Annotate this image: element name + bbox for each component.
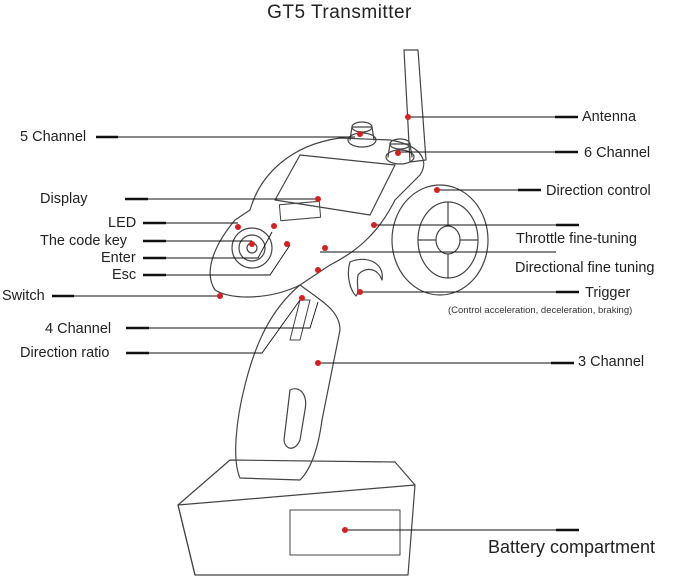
trigger-note: (Control acceleration, deceleration, bra… bbox=[448, 305, 633, 316]
label-channel-5: 5 Channel bbox=[20, 129, 87, 145]
label-led: LED bbox=[108, 215, 137, 231]
label-code-key: The code key bbox=[40, 233, 128, 249]
label-trigger: Trigger bbox=[585, 285, 631, 301]
label-battery-compartment: Battery compartment bbox=[488, 537, 656, 557]
diagram-title: GT5 Transmitter bbox=[267, 2, 412, 23]
label-switch: Switch bbox=[2, 288, 45, 304]
label-enter: Enter bbox=[101, 250, 136, 266]
label-directional-fine-tuning: Directional fine tuning bbox=[515, 260, 655, 276]
label-display: Display bbox=[40, 191, 88, 207]
label-channel-6: 6 Channel bbox=[584, 145, 651, 161]
label-channel-3: 3 Channel bbox=[578, 354, 645, 370]
label-direction-ratio: Direction ratio bbox=[20, 345, 110, 361]
label-antenna: Antenna bbox=[582, 109, 637, 125]
label-direction-control: Direction control bbox=[546, 183, 651, 199]
label-channel-4: 4 Channel bbox=[45, 321, 112, 337]
label-esc: Esc bbox=[112, 267, 137, 283]
label-throttle-fine-tuning: Throttle fine-tuning bbox=[516, 231, 637, 247]
